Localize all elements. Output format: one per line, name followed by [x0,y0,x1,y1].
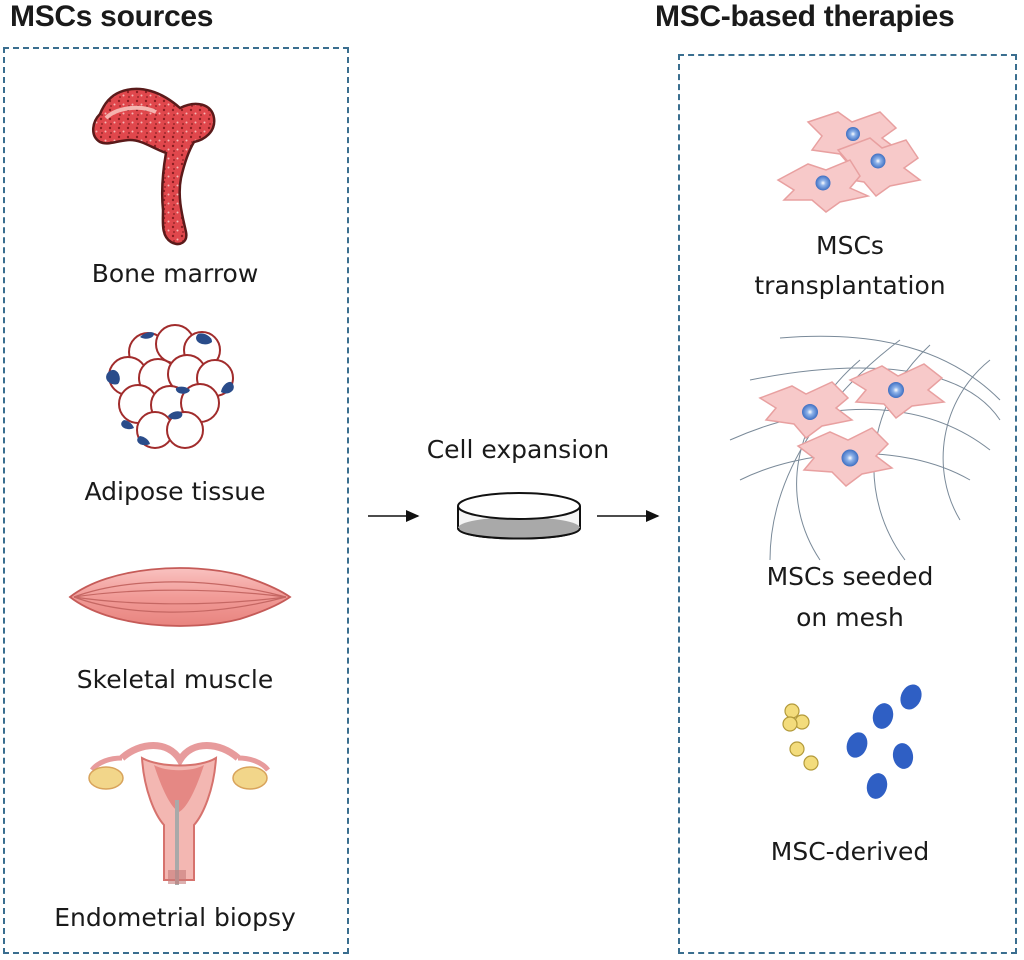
therapy-label-derived: MSC-derived [770,837,930,866]
petri-dish-icon [457,492,581,540]
bone-icon [92,87,216,246]
therapy-label-transplantation-line2: transplantation [754,271,946,300]
stem-cells-icon [776,111,922,213]
cell-expansion-label: Cell expansion [426,435,610,464]
source-label-bone-marrow: Bone marrow [91,259,259,288]
sources-panel [3,47,349,954]
therapies-heading: MSC-based therapies [655,0,955,33]
vesicles-icon [782,684,922,799]
source-label-skeletal-muscle: Skeletal muscle [76,665,274,694]
source-label-endometrial-biopsy: Endometrial biopsy [54,903,296,932]
uterus-icon [88,742,270,885]
muscle-icon [68,567,292,627]
therapy-label-mesh-line1: MSCs seeded [766,562,934,591]
source-label-adipose-tissue: Adipose tissue [84,477,266,506]
cells-on-mesh-icon [729,335,1001,561]
therapy-label-transplantation-line1: MSCs [816,231,884,260]
sources-heading: MSCs sources [10,0,214,33]
therapy-label-mesh-line2: on mesh [796,603,904,632]
adipose-cells-icon [106,324,234,449]
therapies-panel [678,54,1017,954]
